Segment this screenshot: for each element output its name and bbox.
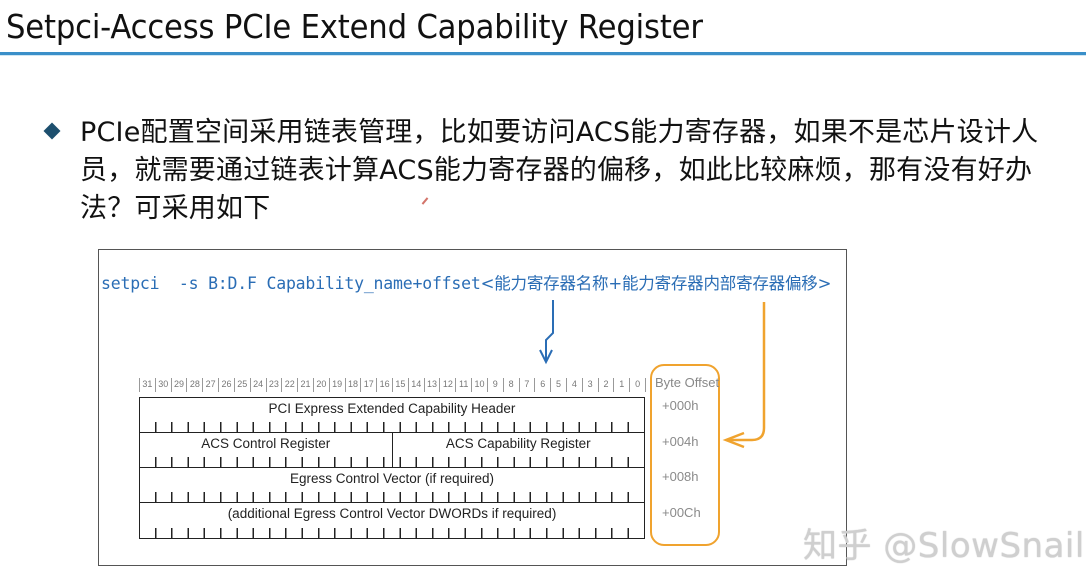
byte-offset-value: +008h bbox=[662, 469, 699, 484]
bit-label: 15 bbox=[393, 378, 409, 392]
bullet-text: PCIe配置空间采用链表管理，比如要访问ACS能力寄存器，如果不是芯片设计人员，… bbox=[80, 117, 1039, 224]
bit-label: 14 bbox=[409, 378, 425, 392]
register-figure: setpci -s B:D.F Capability_name+offset<能… bbox=[98, 249, 847, 566]
bit-label: 3 bbox=[583, 378, 599, 392]
bit-label: 0 bbox=[630, 378, 646, 392]
watermark: 知乎 @SlowSnail bbox=[803, 526, 1085, 566]
bit-label: 10 bbox=[472, 378, 488, 392]
bit-label: 28 bbox=[187, 378, 204, 392]
orange-arrow-icon bbox=[722, 302, 766, 449]
byte-offset-value: +00Ch bbox=[662, 505, 701, 520]
register-table: PCI Express Extended Capability Header A… bbox=[139, 397, 645, 539]
byte-offset-highlight bbox=[650, 364, 720, 546]
bit-label: 31 bbox=[140, 378, 156, 392]
register-cell: PCI Express Extended Capability Header bbox=[268, 401, 516, 416]
bit-label: 27 bbox=[203, 378, 220, 392]
table-row: (additional Egress Control Vector DWORDs… bbox=[139, 502, 645, 539]
bit-ticks bbox=[140, 422, 644, 432]
slide-title: Setpci-Access PCIe Extend Capability Reg… bbox=[6, 7, 703, 46]
bit-label: 7 bbox=[520, 378, 536, 392]
bit-label: 11 bbox=[456, 378, 473, 392]
bit-label: 9 bbox=[488, 378, 504, 392]
bit-ticks bbox=[140, 457, 644, 467]
blue-arrow-icon bbox=[539, 300, 554, 365]
bit-label: 24 bbox=[251, 378, 267, 392]
table-row: PCI Express Extended Capability Header bbox=[139, 397, 645, 432]
bit-label: 1 bbox=[614, 378, 631, 392]
bit-label: 13 bbox=[425, 378, 441, 392]
bit-label: 23 bbox=[267, 378, 283, 392]
register-cell: Egress Control Vector (if required) bbox=[289, 471, 495, 486]
bit-label: 4 bbox=[567, 378, 583, 392]
command-syntax: setpci -s B:D.F Capability_name+offset bbox=[101, 274, 481, 293]
bit-label: 22 bbox=[282, 378, 299, 392]
byte-offset-header: Byte Offset bbox=[655, 375, 720, 390]
table-row: ACS Control Register ACS Capability Regi… bbox=[139, 432, 645, 467]
bit-label: 29 bbox=[172, 378, 188, 392]
bit-label: 25 bbox=[235, 378, 251, 392]
bit-label: 5 bbox=[551, 378, 567, 392]
register-cell: ACS Control Register bbox=[201, 436, 331, 451]
bit-label: 20 bbox=[314, 378, 330, 392]
bit-label: 19 bbox=[330, 378, 346, 392]
bit-label: 12 bbox=[440, 378, 457, 392]
bit-ticks bbox=[140, 527, 644, 538]
byte-offset-value: +000h bbox=[662, 398, 699, 413]
bit-label: 26 bbox=[219, 378, 235, 392]
bit-label: 30 bbox=[156, 378, 172, 392]
title-underline-shadow bbox=[0, 55, 1086, 56]
table-row: Egress Control Vector (if required) bbox=[139, 467, 645, 502]
byte-offset-value: +004h bbox=[662, 434, 699, 449]
bit-label: 16 bbox=[377, 378, 393, 392]
bit-label: 21 bbox=[298, 378, 314, 392]
setpci-command: setpci -s B:D.F Capability_name+offset<能… bbox=[101, 270, 831, 294]
bit-label: 2 bbox=[599, 378, 615, 392]
command-annotation: <能力寄存器名称+能力寄存器内部寄存器偏移> bbox=[480, 274, 832, 293]
register-cell: ACS Capability Register bbox=[391, 433, 645, 467]
bit-label: 17 bbox=[361, 378, 378, 392]
bit-ticks bbox=[140, 492, 644, 502]
bit-label: 18 bbox=[346, 378, 362, 392]
title-underline bbox=[0, 52, 1086, 55]
bit-label: 8 bbox=[504, 378, 520, 392]
register-cell: (additional Egress Control Vector DWORDs… bbox=[227, 506, 557, 521]
bit-label: 6 bbox=[535, 378, 552, 392]
